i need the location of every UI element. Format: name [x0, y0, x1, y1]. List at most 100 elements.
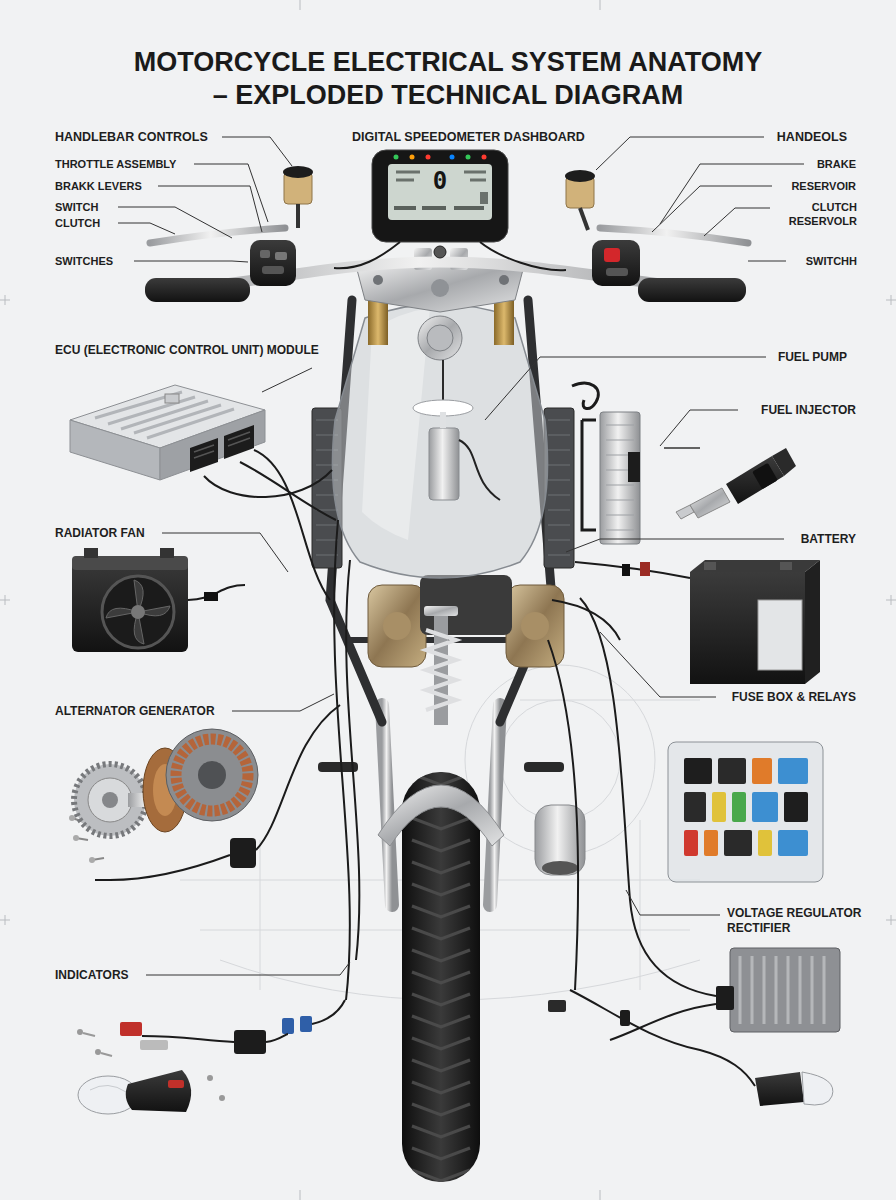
alternator: [166, 729, 258, 821]
fuel-pump: [413, 360, 500, 500]
battery: [131, 605, 145, 619]
wiring-harness: [552, 600, 620, 640]
fuel-injector: [664, 448, 796, 519]
radiator: [544, 408, 574, 568]
component-label: FUEL PUMP: [778, 350, 847, 365]
alternator: [95, 855, 230, 880]
fuel-pump: [429, 428, 459, 500]
reservoir: [283, 166, 313, 178]
fuse-box: [684, 830, 698, 856]
rear-tire: [402, 772, 480, 1182]
wiring-harness: [346, 560, 359, 960]
wiring-harness: [204, 470, 332, 497]
dashboard: [372, 150, 508, 258]
dashboard: [450, 155, 455, 160]
part-label: BRAKK LEVERS: [55, 180, 142, 194]
switch-housing: [604, 248, 620, 262]
rear-tire: [402, 772, 480, 1182]
fuel-injector: [726, 456, 784, 504]
section-label: DIGITAL SPEEDOMETER DASHBOARD: [352, 130, 585, 146]
battery: [102, 576, 174, 648]
battery: [575, 560, 820, 684]
fuse-box: [724, 830, 752, 856]
indicator: [266, 1000, 345, 1042]
alternator: [73, 835, 79, 841]
indicator: [802, 1072, 833, 1105]
leader-line: [232, 694, 334, 711]
indicator: [570, 990, 833, 1106]
part-label: CLUTCH RESERVOLR: [777, 201, 857, 229]
battery: [690, 572, 805, 684]
leader-line: [158, 186, 262, 232]
alternator: [89, 857, 95, 863]
indicator: [90, 1085, 126, 1092]
dashboard: [394, 155, 399, 160]
alternator: [88, 778, 132, 822]
fuel-injector: [772, 448, 796, 476]
battery: [188, 585, 245, 600]
foot-peg: [524, 762, 564, 772]
triple-clamp: [373, 275, 383, 285]
fuse-box: [784, 792, 808, 822]
battery: [640, 562, 650, 576]
fuel-tank: [332, 304, 547, 578]
fuel-pump: [442, 360, 444, 405]
rear-shock: [424, 606, 458, 725]
battery: [204, 592, 218, 601]
dashboard: [426, 155, 431, 160]
indicator: [168, 1080, 184, 1088]
alternator: [102, 792, 118, 808]
fuse-box: [668, 742, 823, 882]
triple-clamp: [499, 275, 509, 285]
reservoir: [580, 208, 588, 230]
fuse-box: [778, 830, 808, 856]
part-label: SWITCHH: [806, 255, 857, 269]
indicator: [219, 1095, 225, 1101]
wiring-harness: [254, 450, 330, 600]
indicator: [95, 1049, 101, 1055]
dashboard: [388, 164, 492, 220]
radiator: [548, 420, 570, 555]
battery: [72, 556, 188, 570]
indicator: [300, 1016, 312, 1032]
diagram-title: MOTORCYCLE ELECTRICAL SYSTEM ANATOMY – E…: [125, 46, 771, 112]
battery: [575, 562, 690, 578]
dashboard: [434, 246, 446, 258]
component-label: BATTERY: [801, 532, 856, 547]
leader-line: [660, 164, 804, 224]
component-label: VOLTAGE REGULATOR RECTIFIER: [727, 906, 865, 936]
radiator-panel: [600, 412, 640, 544]
switch-housing: [260, 250, 270, 258]
wiring-harness: [548, 640, 578, 990]
battery: [72, 556, 188, 652]
fuse-box: [704, 830, 718, 856]
leader-line: [162, 533, 288, 572]
battery: [84, 548, 98, 558]
switch-housing: [250, 240, 296, 286]
engine: [521, 612, 549, 640]
rear-fender: [378, 785, 504, 846]
swingarm: [490, 705, 500, 905]
indicator: [120, 1022, 142, 1036]
radiator-panel: [572, 383, 640, 544]
fuse-box: [778, 758, 808, 784]
fuse-box: [732, 792, 746, 822]
battery: [72, 548, 245, 652]
wiring-harness: [334, 242, 400, 268]
rear-shock: [426, 630, 456, 710]
engine: [420, 575, 512, 635]
reservoir: [296, 204, 300, 228]
leader-line: [704, 208, 770, 236]
fuel-injector: [690, 488, 730, 518]
fuse-box: [712, 792, 726, 822]
indicator: [755, 1072, 804, 1106]
ecu-module: [95, 392, 234, 438]
engine: [368, 575, 564, 667]
battery: [160, 548, 174, 558]
battery: [780, 562, 792, 570]
fuse-box: [684, 792, 706, 822]
fuel-tank: [427, 325, 453, 351]
